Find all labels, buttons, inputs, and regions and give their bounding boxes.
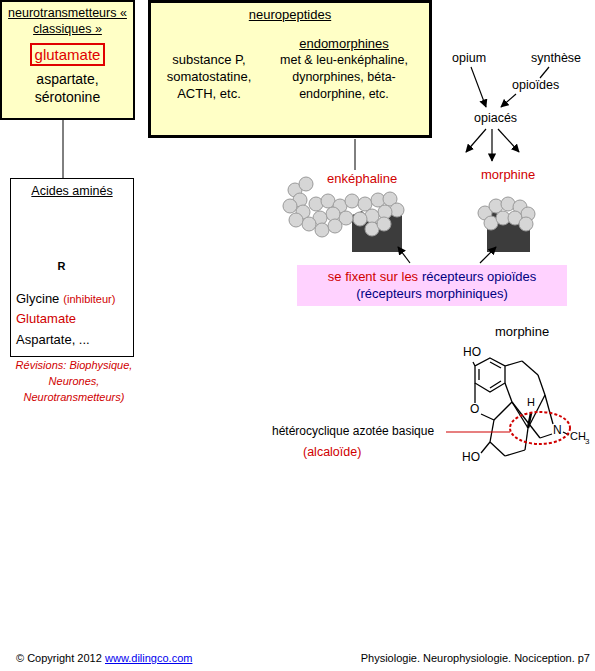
atom-label: CH: [570, 430, 586, 443]
line: [540, 67, 549, 78]
bond: [481, 442, 490, 453]
arrow: [480, 247, 496, 263]
molecule-bead: [345, 194, 359, 208]
bond: [490, 381, 501, 388]
spacer: [16, 199, 128, 289]
label: enképhaline: [327, 172, 397, 187]
ring: [475, 358, 505, 392]
bond: [490, 362, 501, 368]
box-text: aspartate, sérotonine: [20, 70, 116, 106]
atom-label: N: [553, 424, 562, 438]
label: synthèse: [531, 51, 581, 65]
molecule-bead: [302, 217, 316, 231]
bond: [525, 428, 528, 450]
leader-line: [446, 431, 510, 432]
atom-label: O: [470, 403, 479, 417]
arrow: [398, 247, 410, 263]
bond: [481, 414, 494, 420]
box-text: glutamate: [35, 46, 101, 63]
atom-label: H: [527, 396, 535, 409]
box-heading: neurotransmetteurs « classiques »: [5, 5, 130, 37]
molecule-bead: [377, 217, 391, 231]
category-box: neurotransmetteurs « classiques » glutama…: [0, 0, 135, 120]
column: endomorphinesmet & leu-enképhaline, dyno…: [263, 35, 425, 103]
molecule-bead: [519, 217, 533, 231]
annotation: hétérocyclique azotée basique: [272, 425, 434, 439]
note: Révisions: Biophysique, Neurones, Neurot…: [6, 357, 142, 405]
label: morphine: [495, 325, 549, 340]
text-line: Glycine (inhibiteur): [16, 289, 128, 308]
molecule-bead: [299, 177, 313, 191]
molecule-bead: [353, 212, 367, 226]
bond: [478, 369, 479, 380]
label: opioïdes: [512, 78, 559, 92]
bond: [538, 375, 545, 395]
molecule-bead: [289, 213, 303, 227]
box-text: se fixent sur les: [328, 269, 418, 284]
arrow: [471, 67, 486, 107]
text-line: se fixent sur les récepteurs opioïdes: [301, 268, 563, 285]
bond: [505, 383, 512, 402]
label: morphine: [481, 168, 535, 183]
box-text: Glycine: [16, 291, 59, 306]
column-row: substance P, somatostatine, ACTH, etc.en…: [155, 35, 425, 103]
bond: [522, 361, 538, 375]
box-text: Glutamate: [16, 308, 128, 330]
arrow: [498, 129, 519, 152]
box-heading: Acides aminés: [16, 183, 128, 199]
label: opiacés: [474, 111, 517, 125]
category-box: Acides aminésR Glycine (inhibiteur) Glutama…: [10, 178, 134, 357]
box-text: récepteurs opioïdes: [422, 269, 536, 284]
box-text: met & leu-enképhaline, dynorphines, béta…: [269, 52, 419, 103]
connector: [63, 120, 64, 178]
atom-label: HO: [463, 346, 481, 360]
arrow: [466, 129, 486, 152]
bond: [474, 383, 475, 403]
morphine-structure: [473, 358, 569, 456]
atom-label: HO: [462, 451, 480, 465]
bond: [505, 450, 525, 456]
bond: [545, 395, 553, 424]
box-text: Aspartate, ...: [16, 330, 128, 350]
annotation: (alcaloïde): [303, 445, 361, 459]
bond: [540, 434, 552, 438]
note: (inhibiteur): [63, 293, 115, 305]
box-heading: neuropeptides: [155, 7, 425, 23]
column: substance P, somatostatine, ACTH, etc.: [155, 35, 263, 102]
molecule-blobs: [283, 177, 535, 237]
molecule-bead: [315, 223, 329, 237]
sub-heading: endomorphines: [263, 35, 425, 52]
bond: [473, 362, 475, 366]
footer: © Copyright 2012: [16, 652, 102, 665]
callout-band: se fixent sur les récepteurs opioïdes(réc…: [297, 265, 567, 306]
box-text: (récepteurs morphiniques): [301, 285, 563, 302]
footer-link: www.dilingco.com: [105, 652, 192, 665]
atom-label: 3: [585, 437, 589, 446]
box-text: substance P, somatostatine, ACTH, etc.: [159, 51, 259, 102]
bond: [490, 420, 494, 442]
r-group: R: [53, 258, 70, 275]
highlight-box: glutamate: [30, 43, 106, 66]
footer: Physiologie. Neurophysiologie. Nocicepti…: [320, 652, 590, 665]
leader-line: [355, 139, 356, 170]
molecule-bead: [328, 219, 342, 233]
arrow: [491, 129, 492, 161]
bond: [494, 402, 512, 420]
highlight-ellipse: [510, 412, 570, 444]
bond: [512, 402, 540, 438]
molecule-bead: [283, 199, 297, 213]
bond: [490, 442, 505, 456]
label: opium: [452, 51, 486, 65]
category-box: neuropeptides substance P, somatostatine,…: [148, 0, 432, 138]
bond: [505, 361, 522, 366]
arrow: [501, 94, 516, 107]
